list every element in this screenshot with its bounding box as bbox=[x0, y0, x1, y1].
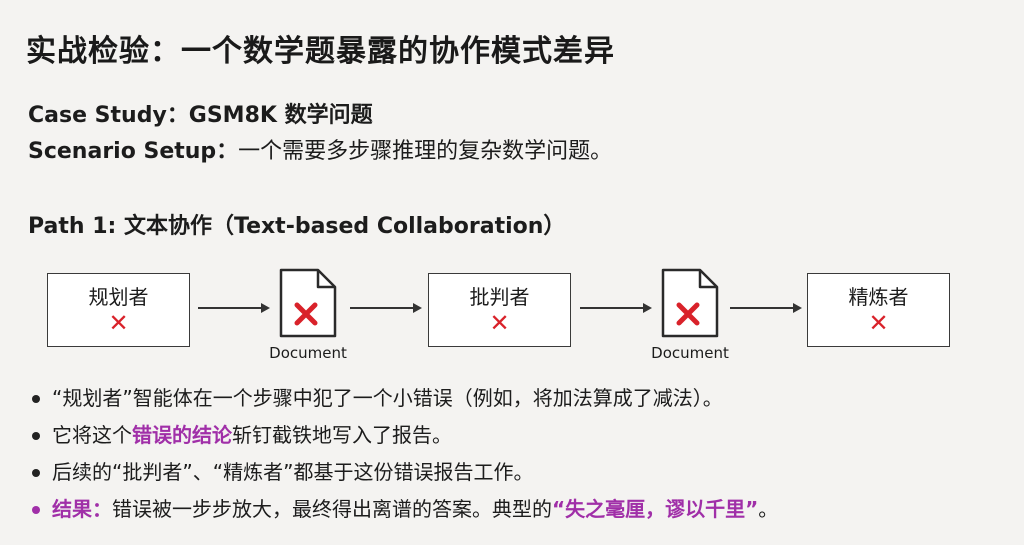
arrow-icon bbox=[730, 302, 802, 314]
critic-label: 批判者 bbox=[469, 285, 530, 309]
bullet-text: 。 bbox=[758, 497, 779, 521]
list-item: 后续的“批判者”、“精炼者”都基于这份错误报告工作。 bbox=[30, 455, 778, 492]
bullet-dot-icon bbox=[32, 469, 40, 477]
arrow-icon bbox=[350, 302, 422, 314]
error-x-icon: ✕ bbox=[108, 309, 129, 337]
bullet-dot-icon bbox=[32, 395, 40, 403]
intro-block: Case Study：GSM8K 数学问题 Scenario Setup：一个需… bbox=[28, 98, 612, 170]
bullet-text: 后续的“批判者”、“精炼者”都基于这份错误报告工作。 bbox=[52, 460, 534, 484]
bullet-list: “规划者”智能体在一个步骤中犯了一个小错误（例如，将加法算成了减法）。 它将这个… bbox=[30, 381, 778, 529]
planner-box: 规划者 ✕ bbox=[47, 273, 190, 347]
planner-label: 规划者 bbox=[88, 285, 149, 309]
arrow-icon bbox=[198, 302, 270, 314]
critic-box: 批判者 ✕ bbox=[428, 273, 571, 347]
case-study-line: Case Study：GSM8K 数学问题 bbox=[28, 98, 612, 134]
highlight-text: 错误的结论 bbox=[132, 423, 232, 447]
case-study-value: GSM8K 数学问题 bbox=[188, 103, 373, 128]
document-icon bbox=[279, 268, 337, 338]
bullet-text: 它将这个 bbox=[52, 423, 132, 447]
document-label: Document bbox=[651, 344, 729, 362]
document-icon bbox=[661, 268, 719, 338]
scenario-label: Scenario Setup： bbox=[28, 139, 239, 164]
document-label: Document bbox=[269, 344, 347, 362]
path-title: Path 1: 文本协作（Text-based Collaboration） bbox=[28, 214, 566, 239]
scenario-line: Scenario Setup：一个需要多步骤推理的复杂数学问题。 bbox=[28, 134, 612, 170]
result-label: 结果： bbox=[52, 497, 112, 521]
refiner-box: 精炼者 ✕ bbox=[807, 273, 950, 347]
list-item-result: 结果：错误被一步步放大，最终得出离谱的答案。典型的“失之毫厘，谬以千里”。 bbox=[30, 492, 778, 529]
bullet-dot-icon bbox=[32, 506, 40, 514]
error-x-icon: ✕ bbox=[489, 309, 510, 337]
list-item: 它将这个错误的结论斩钉截铁地写入了报告。 bbox=[30, 418, 778, 455]
refiner-label: 精炼者 bbox=[848, 285, 909, 309]
collaboration-flow: 规划者 ✕ Document 批判者 ✕ Docu bbox=[0, 262, 1024, 372]
case-study-label: Case Study： bbox=[28, 103, 189, 128]
scenario-value: 一个需要多步骤推理的复杂数学问题。 bbox=[238, 139, 613, 164]
bullet-text: 错误被一步步放大，最终得出离谱的答案。典型的 bbox=[112, 497, 552, 521]
list-item: “规划者”智能体在一个步骤中犯了一个小错误（例如，将加法算成了减法）。 bbox=[30, 381, 778, 418]
arrow-icon bbox=[580, 302, 652, 314]
slide-title: 实战检验：一个数学题暴露的协作模式差异 bbox=[26, 34, 615, 69]
highlight-quote: “失之毫厘，谬以千里” bbox=[552, 497, 759, 521]
bullet-dot-icon bbox=[32, 432, 40, 440]
error-x-icon: ✕ bbox=[868, 309, 889, 337]
bullet-text: 斩钉截铁地写入了报告。 bbox=[232, 423, 452, 447]
bullet-text: “规划者”智能体在一个步骤中犯了一个小错误（例如，将加法算成了减法）。 bbox=[52, 386, 723, 410]
